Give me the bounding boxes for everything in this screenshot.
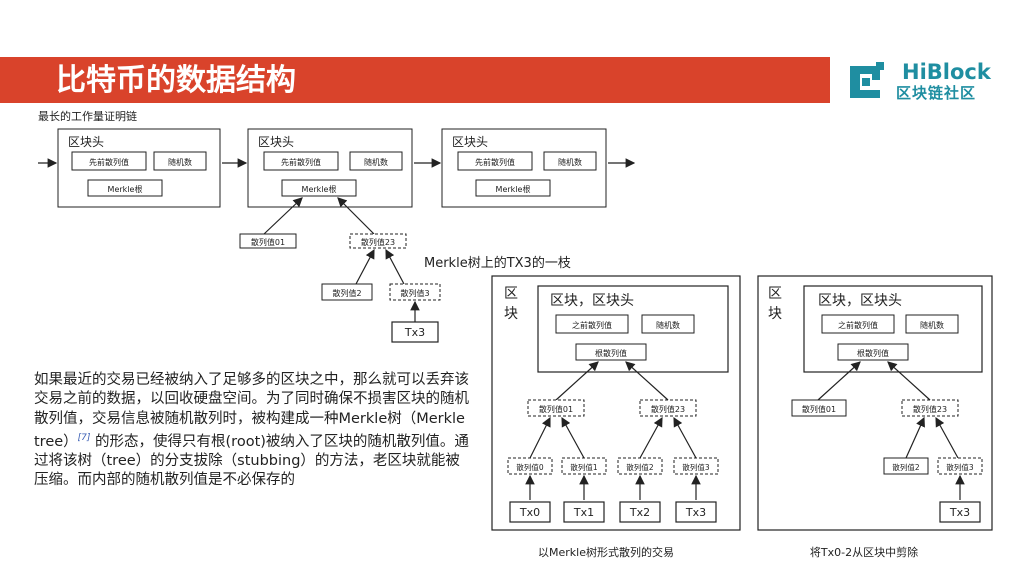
- nonce-field: 随机数: [920, 320, 944, 330]
- prev-hash-field: 先前散列值: [475, 157, 515, 167]
- full-tree-caption: 以Merkle树形式散列的交易: [538, 545, 674, 559]
- chain-block-3: 区块头 先前散列值 随机数 Merkle根: [441, 128, 607, 208]
- body-text-end: 的形态，使得只有根(root)被纳入了区块的随机散列值。通过将该树（tree）的…: [34, 433, 469, 489]
- hash01-label: 散列值01: [802, 404, 836, 414]
- pruned-merkle-tree: 区 块 区块，区块头 之前散列值 随机数 根散列值 散列值01 散列值23 散列…: [757, 275, 993, 531]
- hash01-box: [239, 233, 297, 249]
- logo-subtitle: 区块链社区: [896, 84, 977, 102]
- pruned-tree-caption: 将Tx0-2从区块中剪除: [810, 545, 918, 559]
- body-text-start: 如果最近的交易已经被纳入了足够多的区块之中，那么就可以丢弃该交易之前的数据，以回…: [34, 372, 469, 450]
- nonce-field: 随机数: [364, 157, 388, 167]
- tree-arrow: [529, 416, 551, 459]
- tree-arrow: [817, 361, 861, 401]
- block-header-label: 区块头: [452, 135, 488, 149]
- block-label: 块: [768, 306, 782, 322]
- block-header-label: 区块头: [68, 135, 104, 149]
- block-label: 区: [768, 286, 782, 302]
- nonce-field: 随机数: [656, 320, 680, 330]
- tree-arrow: [935, 416, 959, 459]
- full-merkle-tree: 区 块 区块，区块头 之前散列值 随机数 根散列值 散列值01 散列值23 散列…: [491, 275, 741, 531]
- tree-arrow: [555, 361, 599, 401]
- branch-arrow: [385, 248, 405, 285]
- page-title: 比特币的数据结构: [56, 63, 296, 98]
- branch-arrow: [263, 197, 303, 235]
- tx3-box: [391, 321, 439, 343]
- hash2-label: 散列值2: [892, 462, 919, 472]
- prev-hash-field: 先前散列值: [89, 157, 129, 167]
- hash3-label: 散列值3: [400, 288, 429, 298]
- title-bar: [0, 57, 830, 103]
- tree-arrow: [639, 416, 663, 459]
- tx-label: Tx1: [573, 506, 594, 519]
- tx-label: Tx2: [629, 506, 650, 519]
- hash3-label: 散列值3: [946, 462, 973, 472]
- hiblock-logo-icon: [850, 62, 884, 98]
- hash2-box: [321, 283, 373, 301]
- nonce-field: 随机数: [168, 157, 192, 167]
- hash23-label: 散列值23: [361, 237, 395, 247]
- prev-hash-field: 之前散列值: [572, 320, 612, 330]
- root-hash-field: 根散列值: [595, 348, 627, 358]
- root-hash-field: 根散列值: [857, 348, 889, 358]
- tx-label: Tx3: [685, 506, 706, 519]
- leaf-hash-label: 散列值1: [570, 462, 597, 472]
- branch-arrow: [355, 248, 375, 285]
- leaf-hash-label: 散列值0: [516, 462, 543, 472]
- hash01-label: 散列值01: [251, 237, 285, 247]
- hash3-box: [389, 283, 441, 301]
- hash2-label: 散列值2: [332, 288, 361, 298]
- tree-arrow: [561, 416, 585, 459]
- footnote-link[interactable]: [7]: [77, 432, 91, 443]
- tx-label: Tx0: [519, 506, 540, 519]
- tree-arrow: [887, 361, 931, 401]
- nonce-field: 随机数: [558, 157, 582, 167]
- hash01-label: 散列值01: [539, 404, 573, 414]
- hash23-label: 散列值23: [913, 404, 947, 414]
- block-label: 区: [504, 286, 518, 302]
- prev-hash-field: 先前散列值: [281, 157, 321, 167]
- block-label: 块: [504, 306, 518, 322]
- hash23-label: 散列值23: [651, 404, 685, 414]
- tx3-label: Tx3: [404, 326, 425, 339]
- chain-block-2: 区块头 先前散列值 随机数 Merkle根: [247, 128, 413, 208]
- tree-arrow: [673, 416, 697, 459]
- merkle-root-field: Merkle根: [302, 184, 337, 194]
- block-header-label: 区块，区块头: [550, 293, 634, 309]
- chain-caption: 最长的工作量证明链: [38, 109, 137, 123]
- chain-block-1: 区块头 先前散列值 随机数 Merkle根: [57, 128, 221, 208]
- leaf-hash-label: 散列值2: [626, 462, 653, 472]
- tree-arrow: [905, 416, 925, 459]
- tree-arrow: [625, 361, 669, 401]
- block-header-label: 区块头: [258, 135, 294, 149]
- hash23-box: [349, 233, 407, 249]
- merkle-root-field: Merkle根: [496, 184, 531, 194]
- block-header-label: 区块，区块头: [818, 293, 902, 309]
- branch-arrow: [337, 197, 375, 235]
- branch-title: Merkle树上的TX3的一枝: [424, 255, 571, 271]
- logo-name: HiBlock: [902, 60, 991, 84]
- merkle-root-field: Merkle根: [108, 184, 143, 194]
- prev-hash-field: 之前散列值: [838, 320, 878, 330]
- body-paragraph: 如果最近的交易已经被纳入了足够多的区块之中，那么就可以丢弃该交易之前的数据，以回…: [34, 371, 474, 491]
- tx3-label: Tx3: [949, 506, 970, 519]
- leaf-hash-label: 散列值3: [682, 462, 709, 472]
